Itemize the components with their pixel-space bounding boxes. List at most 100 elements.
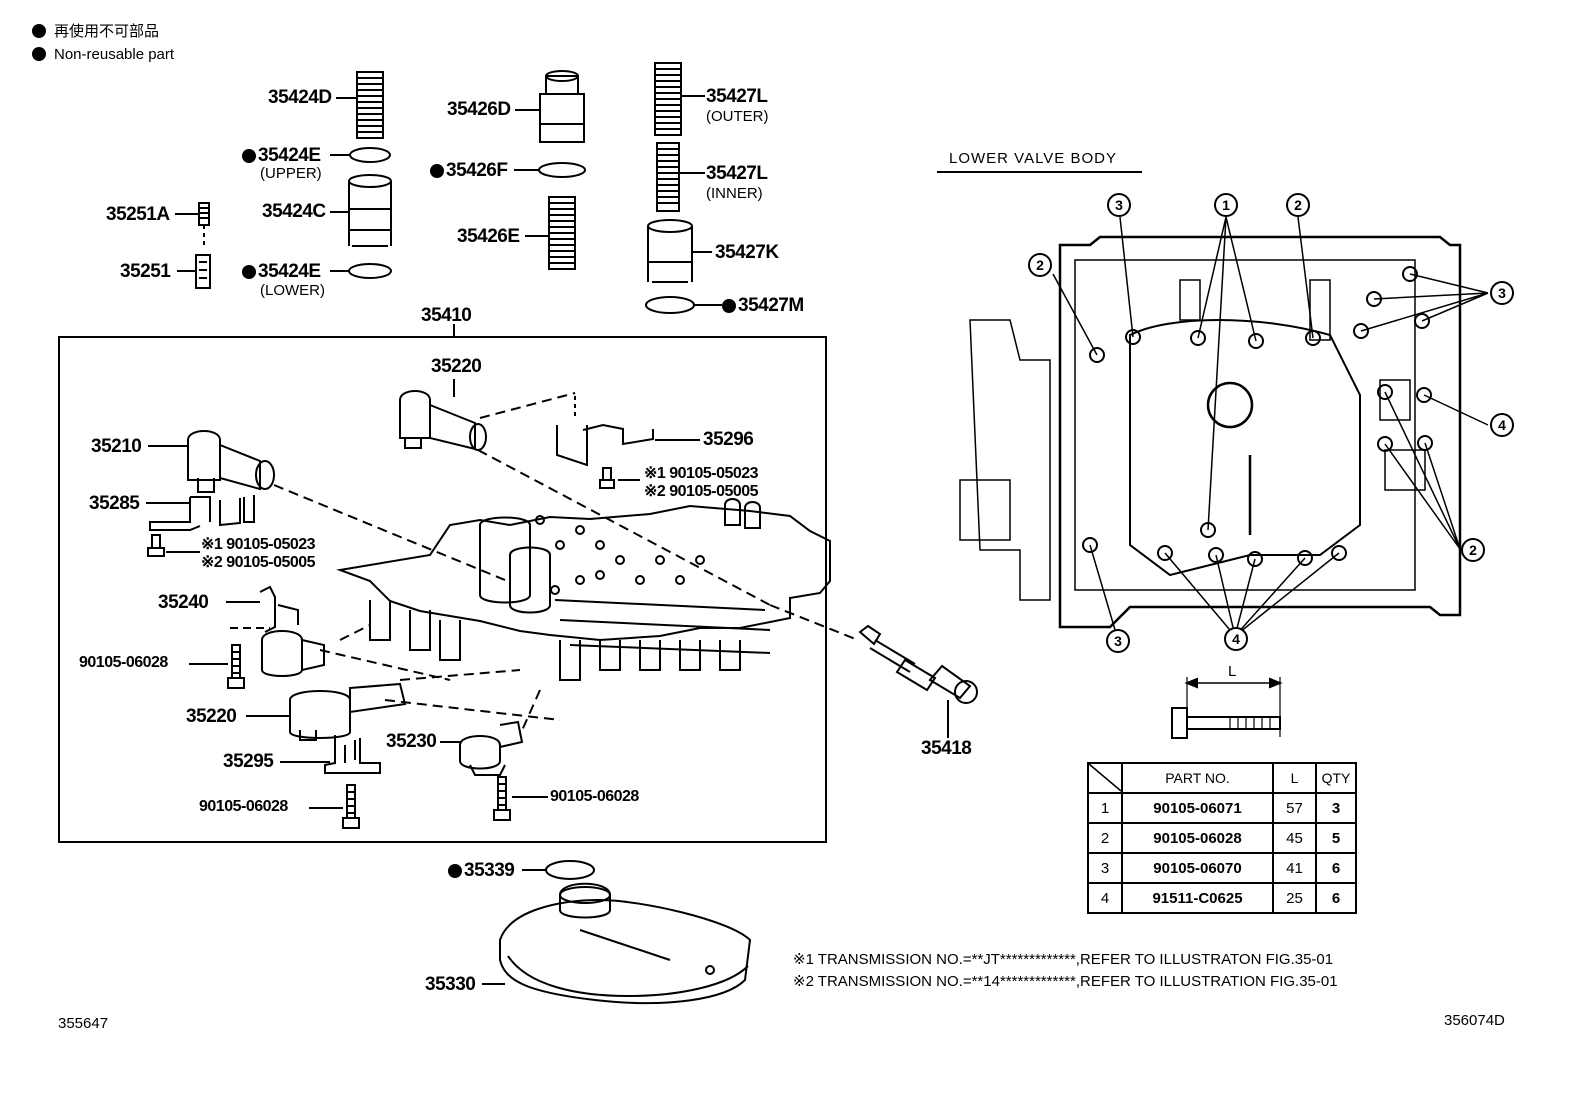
part-35295[interactable]: 35295 xyxy=(223,751,274,772)
part-35424D[interactable]: 35424D xyxy=(268,87,332,108)
lower-note: (LOWER) xyxy=(260,282,325,299)
part-35285-bolt-2[interactable]: ※2 90105-05005 xyxy=(201,554,316,571)
oring-upper-icon xyxy=(349,147,391,163)
spring-35424D-icon xyxy=(356,71,384,139)
part-35424E-upper[interactable]: 35424E xyxy=(242,146,321,165)
bolt-35296-icon xyxy=(599,467,615,489)
part-35426E[interactable]: 35426E xyxy=(457,226,520,247)
row-number: 3 xyxy=(1087,852,1123,884)
part-35296[interactable]: 35296 xyxy=(703,429,754,450)
oil-strainer-35330-icon xyxy=(499,882,752,1005)
row-qty: 6 xyxy=(1315,852,1357,884)
non-reusable-dot-icon xyxy=(448,864,462,878)
dimension-bolt-icon xyxy=(1171,677,1283,739)
part-90105-06028-c[interactable]: 90105-06028 xyxy=(550,788,639,805)
part-35210[interactable]: 35210 xyxy=(91,436,142,457)
part-35285[interactable]: 35285 xyxy=(89,493,140,514)
illustration-code-left: 355647 xyxy=(58,1015,109,1032)
row-part-no[interactable]: 90105-06071 xyxy=(1121,792,1274,824)
callout-4-right: 4 xyxy=(1490,413,1514,437)
spring-35426E-icon xyxy=(548,196,576,270)
bracket-35295-icon xyxy=(324,735,381,774)
header-l: L xyxy=(1272,762,1317,794)
part-35296-bolt-1[interactable]: ※1 90105-05023 xyxy=(644,465,759,482)
part-35285-bolt-1[interactable]: ※1 90105-05023 xyxy=(201,536,316,553)
solenoid-35240-icon xyxy=(259,585,325,677)
part-35251[interactable]: 35251 xyxy=(120,261,171,282)
header-part-no: PART NO. xyxy=(1121,762,1274,794)
valve-body-assembly-icon xyxy=(336,498,831,681)
bracket-35285-icon xyxy=(149,495,255,531)
table-row: 2 90105-06028 45 5 xyxy=(1087,822,1357,854)
row-qty: 6 xyxy=(1315,882,1357,914)
small-spring-35251A-icon xyxy=(198,202,210,249)
solenoid-35210-icon xyxy=(187,430,275,493)
part-35427M[interactable]: 35427M xyxy=(722,296,804,315)
bolt-06028-a-icon xyxy=(227,644,245,689)
sleeve-35424C-icon xyxy=(348,174,392,247)
part-35427L-outer[interactable]: 35427L xyxy=(706,86,768,107)
spring-35427L-outer-icon xyxy=(654,62,682,136)
non-reusable-dot-icon xyxy=(32,47,46,61)
solenoid-35220-bottom-icon xyxy=(289,682,407,741)
part-35330[interactable]: 35330 xyxy=(425,974,476,995)
oring-35427M-icon xyxy=(645,296,695,314)
callout-3-bottom: 3 xyxy=(1106,629,1130,653)
row-part-no[interactable]: 91511-C0625 xyxy=(1121,882,1274,914)
sleeve-35427K-icon xyxy=(647,219,693,283)
part-35230[interactable]: 35230 xyxy=(386,731,437,752)
part-35418[interactable]: 35418 xyxy=(921,738,972,759)
row-qty: 5 xyxy=(1315,822,1357,854)
part-90105-06028-b[interactable]: 90105-06028 xyxy=(199,798,288,815)
clip-35251-icon xyxy=(195,254,211,289)
row-number: 1 xyxy=(1087,792,1123,824)
row-length: 41 xyxy=(1272,852,1317,884)
part-35339[interactable]: 35339 xyxy=(448,861,515,880)
table-row: 1 90105-06071 57 3 xyxy=(1087,792,1357,824)
lvb-bolt-heads xyxy=(1082,266,1433,567)
transmission-note-1: ※1 TRANSMISSION NO.=**JT*************,RE… xyxy=(793,951,1334,968)
part-35424C[interactable]: 35424C xyxy=(262,201,326,222)
illustration-code-right: 356074D xyxy=(1444,1012,1505,1029)
callout-2-right: 2 xyxy=(1461,538,1485,562)
part-90105-06028-a[interactable]: 90105-06028 xyxy=(79,654,168,671)
table-row: 3 90105-06070 41 6 xyxy=(1087,852,1357,884)
valve-35426D-icon xyxy=(539,70,585,143)
row-part-no[interactable]: 90105-06028 xyxy=(1121,822,1274,854)
callout-4-bottom: 4 xyxy=(1224,627,1248,651)
part-35410[interactable]: 35410 xyxy=(421,305,472,326)
part-35240[interactable]: 35240 xyxy=(158,592,209,613)
non-reusable-dot-icon xyxy=(430,164,444,178)
oring-lower-icon xyxy=(348,263,392,279)
non-reusable-dot-icon xyxy=(32,24,46,38)
header-corner xyxy=(1087,762,1123,794)
non-reusable-dot-icon xyxy=(242,149,256,163)
part-35220-top[interactable]: 35220 xyxy=(431,356,482,377)
dimension-l-label: L xyxy=(1228,663,1237,680)
callout-2-top: 2 xyxy=(1286,193,1310,217)
part-35220-bottom[interactable]: 35220 xyxy=(186,706,237,727)
part-35427K[interactable]: 35427K xyxy=(715,242,779,263)
part-35424E-lower[interactable]: 35424E xyxy=(242,262,321,281)
connector-35418-icon xyxy=(858,624,978,704)
callout-1: 1 xyxy=(1214,193,1238,217)
non-reusable-dot-icon xyxy=(722,299,736,313)
bolt-06028-b-icon xyxy=(342,784,360,829)
legend-jp: 再使用不可部品 xyxy=(32,24,159,39)
row-qty: 3 xyxy=(1315,792,1357,824)
part-35251A[interactable]: 35251A xyxy=(106,204,170,225)
bracket-35296-icon xyxy=(556,396,654,467)
valve-body-frame xyxy=(58,336,827,843)
row-part-no[interactable]: 90105-06070 xyxy=(1121,852,1274,884)
bolt-06028-c-icon xyxy=(493,776,511,821)
row-length: 45 xyxy=(1272,822,1317,854)
part-35426D[interactable]: 35426D xyxy=(447,99,511,120)
upper-note: (UPPER) xyxy=(260,165,322,182)
part-35427L-inner[interactable]: 35427L xyxy=(706,163,768,184)
part-35426F[interactable]: 35426F xyxy=(430,161,508,180)
callout-2-left: 2 xyxy=(1028,253,1052,277)
part-35296-bolt-2[interactable]: ※2 90105-05005 xyxy=(644,483,759,500)
spring-35427L-inner-icon xyxy=(656,142,680,212)
solenoid-35230-icon xyxy=(459,720,524,776)
